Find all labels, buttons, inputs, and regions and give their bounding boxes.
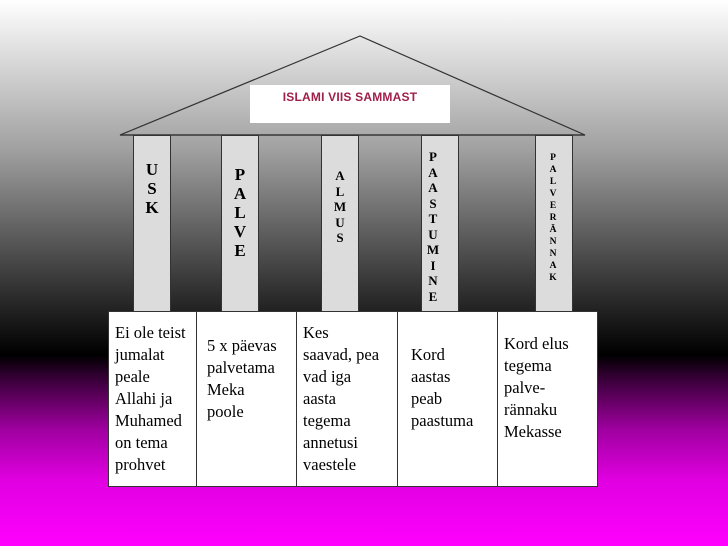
pillar-letter: V (233, 222, 247, 241)
pillar-letter: K (145, 198, 159, 217)
pillar-letter: U (145, 160, 159, 179)
pillar-letter: I (430, 257, 436, 273)
pillar-letter: R (549, 213, 557, 223)
description-text: Kord aastas peab paastuma (411, 345, 474, 430)
description-text: 5 x päevas palvetama Meka poole (207, 336, 277, 421)
description-cell-palve: 5 x päevas palvetama Meka poole (197, 312, 297, 486)
pillar-letter: A (335, 168, 345, 183)
pillar-letter: N (549, 237, 557, 247)
pillar-letter: M (333, 199, 347, 214)
pillar-paastumine-letters: P A A S T U M I N E (422, 149, 444, 304)
pillar-letter: T (428, 211, 438, 226)
pillar-letter: P (550, 153, 556, 163)
pillar-letter: A (549, 261, 557, 271)
pillar-letter: A (428, 164, 438, 180)
pillar-letter: E (234, 241, 246, 260)
pillar-letter: L (335, 183, 345, 199)
pillar-letter: Ä (549, 225, 557, 235)
pillar-letter: L (234, 203, 246, 222)
pillar-letter: M (426, 242, 440, 257)
pillar-letter: L (549, 177, 557, 187)
diagram-title: ISLAMI VIIS SAMMAST (282, 90, 418, 104)
pillar-letter: V (549, 189, 557, 199)
pillar-palverannak-letters: P A L V E R Ä N N A K (536, 152, 570, 284)
pillar-palve-letters: P A L V E (222, 165, 258, 260)
pillar-palverannak: P A L V E R Ä N N A K (535, 135, 573, 313)
pillar-descriptions-table: Ei ole teist jumalat peale Allahi ja Muh… (108, 311, 598, 487)
description-cell-usk: Ei ole teist jumalat peale Allahi ja Muh… (109, 312, 197, 486)
pillar-letter: P (234, 165, 246, 184)
pillar-almus: A L M U S (321, 135, 359, 313)
pillar-letter: N (428, 273, 438, 288)
pillar-letter: K (549, 273, 557, 283)
pillar-paastumine: P A A S T U M I N E (421, 135, 459, 313)
pillar-letter: S (336, 230, 344, 245)
pillar-letter: E (549, 201, 557, 211)
pillar-letter: U (335, 214, 345, 230)
pillar-letter: A (549, 165, 557, 175)
pillar-usk: U S K (133, 135, 171, 313)
pillar-letter: A (428, 180, 438, 195)
description-text: Kes saavad, pea vad iga aasta tegema ann… (303, 323, 380, 474)
description-cell-paastumine: Kord aastas peab paastuma (398, 312, 498, 486)
description-cell-almus: Kes saavad, pea vad iga aasta tegema ann… (297, 312, 398, 486)
pillar-letter: A (233, 184, 247, 203)
title-box: ISLAMI VIIS SAMMAST (250, 85, 450, 123)
pillar-letter: P (429, 149, 437, 164)
pillar-usk-letters: U S K (134, 160, 170, 217)
pillar-palve: P A L V E (221, 135, 259, 313)
pillar-letter: E (428, 288, 438, 304)
pillar-letter: S (147, 179, 157, 198)
pillar-letter: S (429, 195, 437, 211)
description-text: Ei ole teist jumalat peale Allahi ja Muh… (115, 323, 186, 474)
description-text: Kord elus tegema palve- rännaku Mekasse (504, 334, 569, 441)
pillar-almus-letters: A L M U S (322, 168, 358, 246)
pillar-letter: U (428, 226, 438, 242)
pillar-letter: N (549, 249, 557, 259)
description-cell-palverannak: Kord elus tegema palve- rännaku Mekasse (498, 312, 597, 486)
